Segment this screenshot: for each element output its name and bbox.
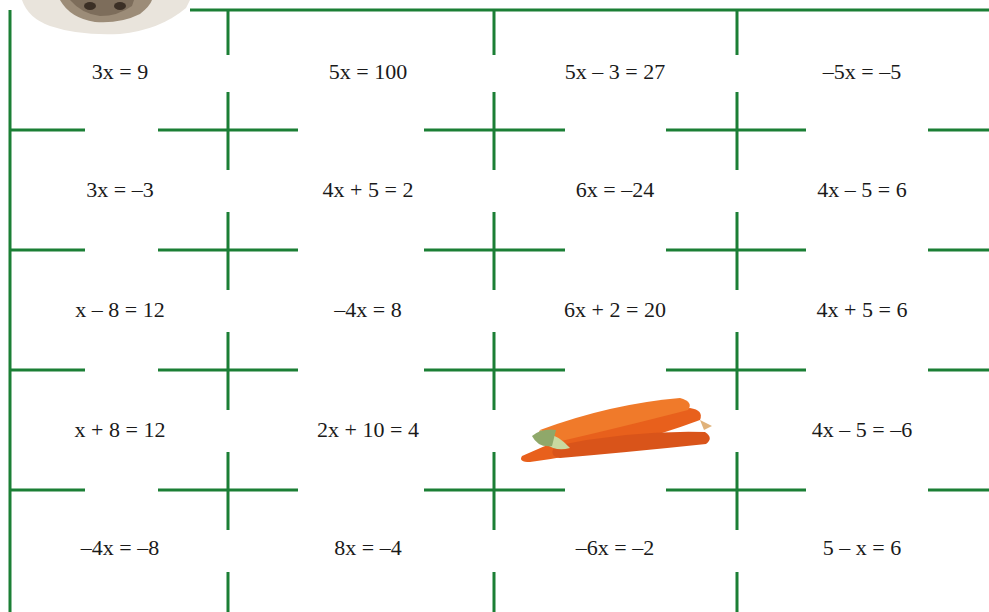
equation-label: 3x = –3 (86, 177, 153, 203)
equation-label: –5x = –5 (823, 59, 901, 85)
equation-label: 4x – 5 = –6 (812, 417, 912, 443)
equation-label: 4x + 5 = 6 (817, 297, 908, 323)
equation-label: 6x + 2 = 20 (564, 297, 666, 323)
equation-label: 5x = 100 (329, 59, 407, 85)
equation-label: –4x = –8 (81, 535, 159, 561)
equation-label: 4x – 5 = 6 (817, 177, 906, 203)
equation-label: 5x – 3 = 27 (565, 59, 665, 85)
equation-label: 3x = 9 (92, 59, 148, 85)
outer-wall (10, 10, 989, 612)
equation-label: x + 8 = 12 (75, 417, 166, 443)
equation-label: –6x = –2 (576, 535, 654, 561)
equation-label: x – 8 = 12 (75, 297, 164, 323)
equation-label: 6x = –24 (576, 177, 654, 203)
equation-label: 4x + 5 = 2 (323, 177, 414, 203)
equation-label: 2x + 10 = 4 (317, 417, 419, 443)
rabbit-picture (22, 0, 190, 34)
carrot-picture (521, 398, 712, 462)
vertical-walls (228, 10, 737, 612)
equation-label: 5 – x = 6 (823, 535, 901, 561)
horizontal-walls (10, 130, 989, 490)
equation-label: 8x = –4 (334, 535, 401, 561)
maze-walls (10, 10, 989, 612)
equation-label: –4x = 8 (334, 297, 401, 323)
